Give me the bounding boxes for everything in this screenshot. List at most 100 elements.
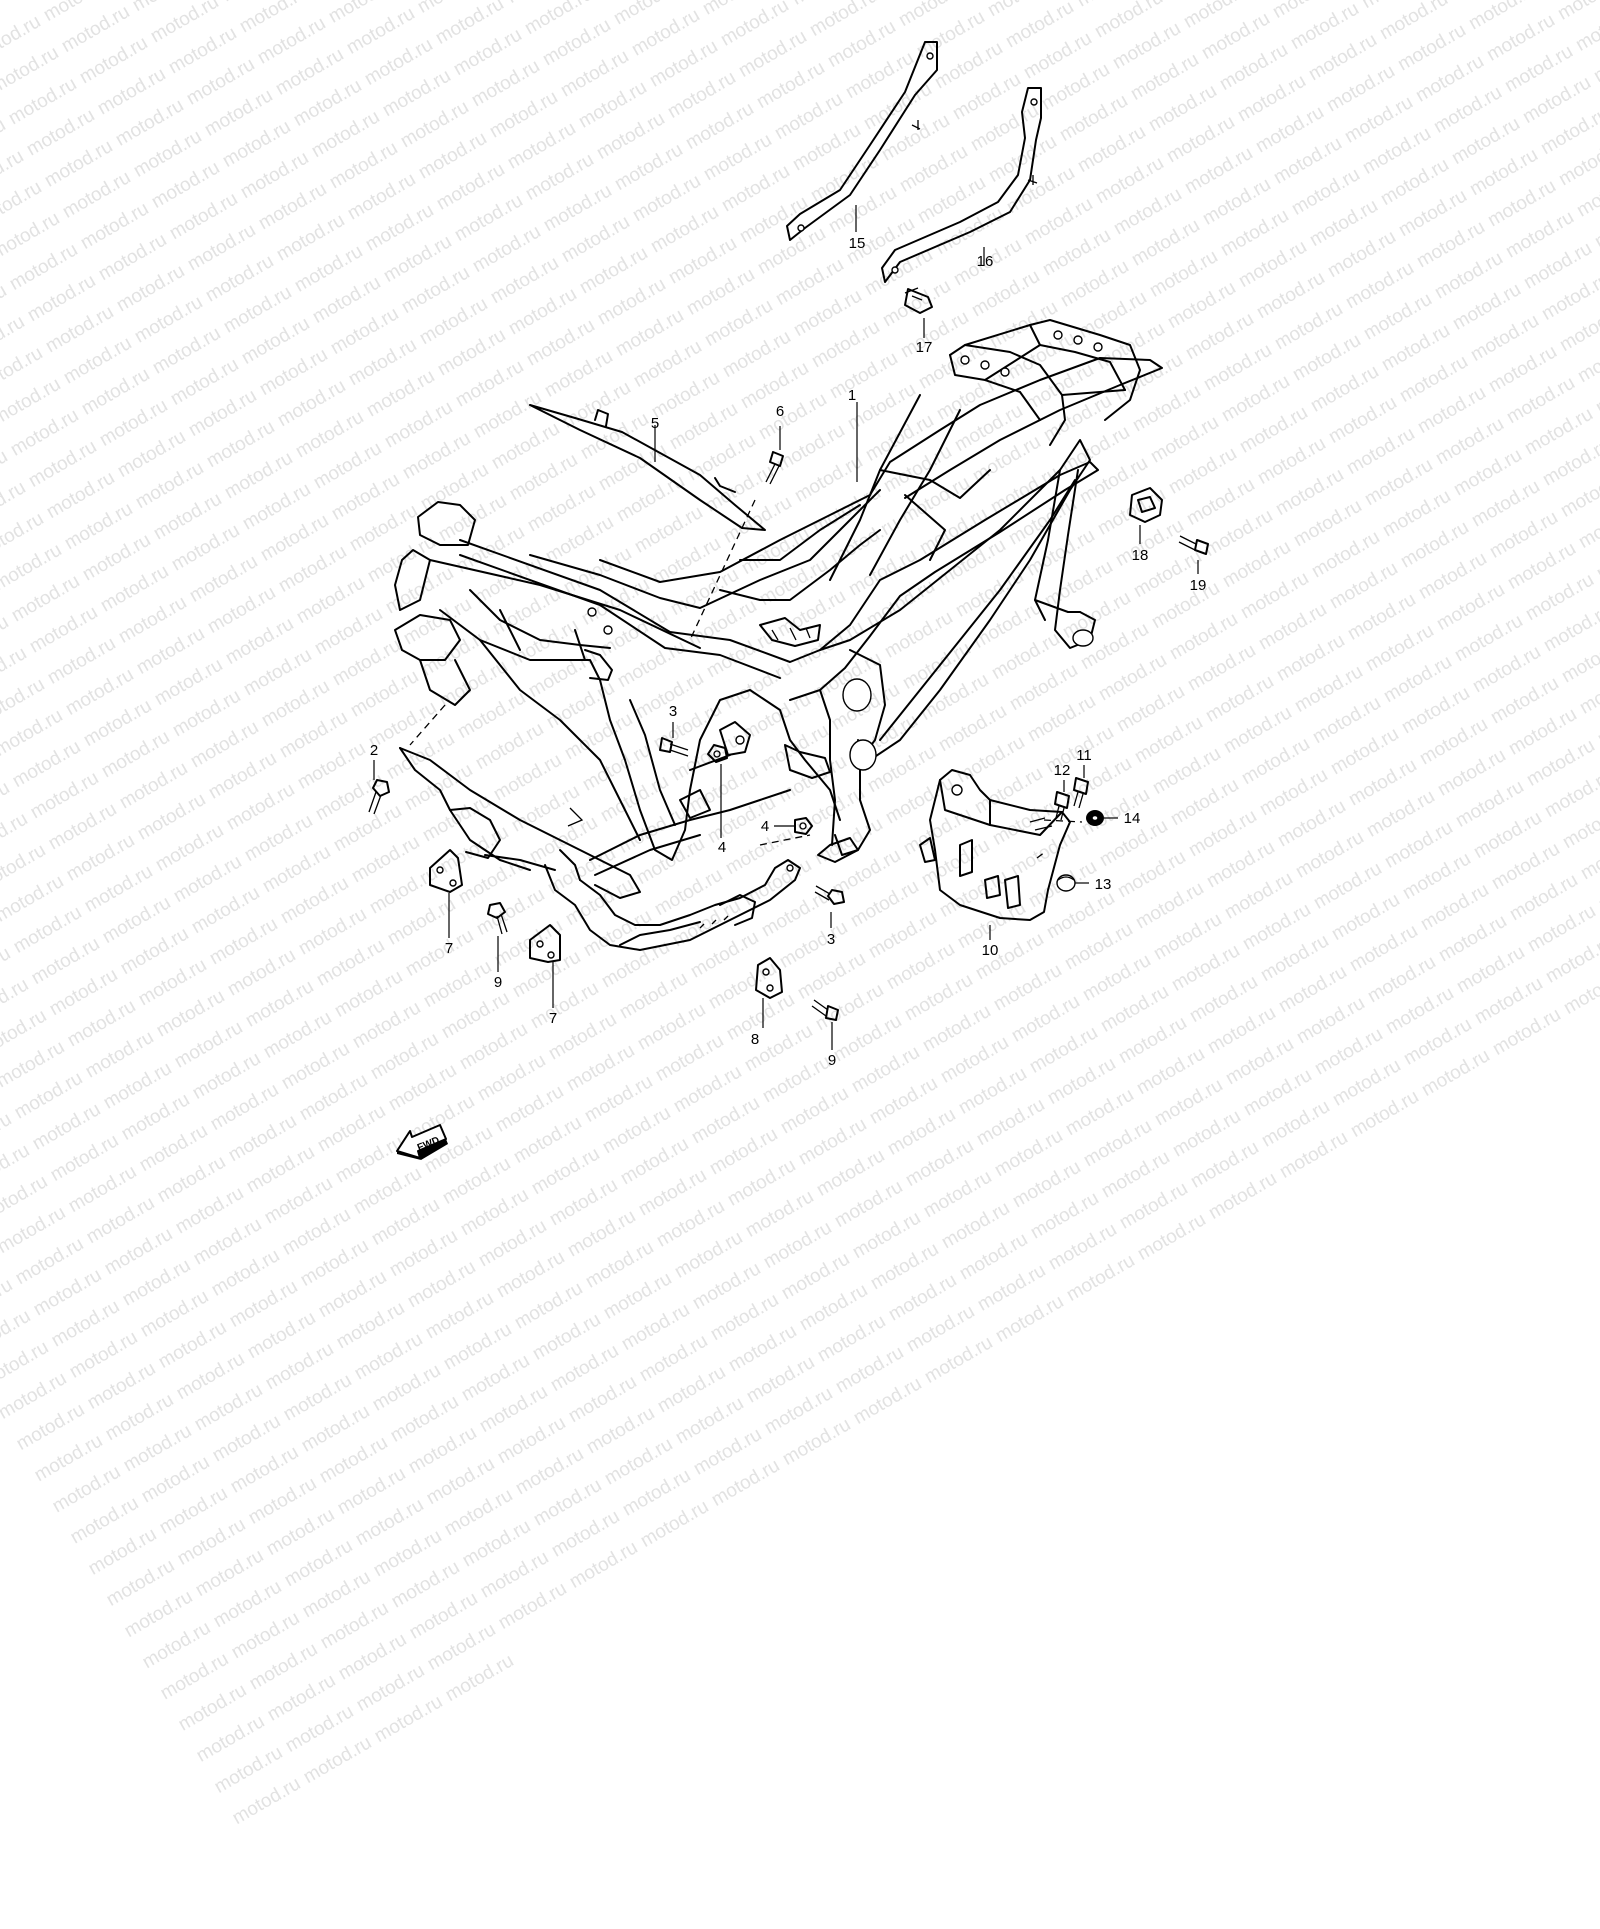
label-part-9-right: 9 [828, 1052, 836, 1069]
watermark-text: motod.ru [704, 1446, 793, 1518]
label-part-3-upper: 3 [669, 703, 677, 720]
label-part-19: 19 [1190, 577, 1207, 594]
label-part-10: 10 [982, 942, 999, 959]
watermark-text: motod.ru [115, 1245, 204, 1317]
part-3-lower-bolt [815, 886, 844, 904]
watermark-text: motod.ru [45, 1452, 134, 1524]
watermark-text: motod.ru [330, 1454, 419, 1526]
watermark-text: motod.ru [240, 1298, 329, 1370]
watermark-text: motod.ru [757, 1373, 846, 1445]
watermark-text: motod.ru [420, 1610, 509, 1682]
watermark-text: motod.ru [312, 1422, 401, 1494]
watermark-text: motod.ru [490, 1403, 579, 1475]
watermark-text: motod.ru [151, 1308, 240, 1380]
label-part-17: 17 [916, 339, 933, 356]
watermark-text: motod.ru [80, 1349, 169, 1421]
watermark-text: motod.ru [882, 1260, 971, 1332]
watermark-text: motod.ru [329, 1288, 418, 1360]
watermark-text: motod.ru [188, 1536, 277, 1608]
watermark-text: motod.ru [685, 1249, 774, 1321]
watermark-text: motod.ru [953, 1219, 1042, 1291]
watermark-text: motod.ru [296, 1723, 385, 1795]
part-10-battery-box [920, 770, 1070, 920]
watermark-text: motod.ru [508, 1434, 597, 1506]
watermark-text: motod.ru [971, 1250, 1060, 1322]
part-12-bolt [1055, 792, 1069, 820]
watermark-text: motod.ru [597, 1424, 686, 1496]
watermark-text: motod.ru [756, 1208, 845, 1280]
watermark-text: motod.ru [578, 1227, 667, 1299]
part-16-bracket [882, 88, 1041, 282]
watermark-text: motod.ru [438, 1641, 527, 1713]
label-part-5: 5 [651, 415, 659, 432]
watermark-text: motod.ru [134, 1442, 223, 1514]
watermark-text: motod.ru [133, 1276, 222, 1348]
watermark-text: motod.ru [489, 1237, 578, 1309]
watermark-text: motod.ru [186, 1204, 275, 1276]
watermark-text: motod.ru [918, 1323, 1007, 1395]
label-part-1: 1 [848, 387, 856, 404]
watermark-text: motod.ru [562, 1528, 651, 1600]
watermark-text: motod.ru [686, 1414, 775, 1486]
part-14-cap [1086, 810, 1104, 826]
watermark-text: motod.ru [0, 1327, 62, 1399]
watermark-text: motod.ru [864, 1229, 953, 1301]
watermark-text: motod.ru [224, 1598, 313, 1670]
watermark-text: motod.ru [169, 1339, 258, 1411]
part-8-plate [756, 958, 782, 998]
watermark-text: motod.ru [525, 1299, 614, 1371]
part-17-bolt [905, 288, 932, 313]
watermark-text: motod.ru [1042, 1209, 1131, 1281]
watermark-text: motod.ru [846, 1198, 935, 1270]
watermark-text: motod.ru [703, 1280, 792, 1352]
watermark-text: motod.ru [260, 1660, 349, 1732]
watermark-text: motod.ru [384, 1547, 473, 1619]
part-18-clamp [1130, 488, 1162, 522]
watermark-text: motod.ru [526, 1465, 615, 1537]
watermark-text: motod.ru [365, 1350, 454, 1422]
watermark-text: motod.ru [223, 1432, 312, 1504]
label-part-18: 18 [1132, 547, 1149, 564]
watermark-text: motod.ru [418, 1278, 507, 1350]
lower-cradle [400, 748, 800, 950]
watermark-text: motod.ru [295, 1557, 384, 1629]
watermark-text: motod.ru [276, 1360, 365, 1432]
label-part-9-left: 9 [494, 974, 502, 991]
watermark-text: motod.ru [117, 1577, 206, 1649]
watermark-text: motod.ru [207, 1733, 296, 1805]
watermark-text: motod.ru [561, 1362, 650, 1434]
label-part-13: 13 [1095, 876, 1112, 893]
watermark-text: motod.ru [989, 1282, 1078, 1354]
part-19-bolt [1179, 536, 1208, 554]
part-13-cushion [1057, 875, 1075, 891]
watermark-text: motod.ru [774, 1239, 863, 1311]
label-part-16: 16 [977, 253, 994, 270]
watermark-text: motod.ru [775, 1405, 864, 1477]
watermark-text: motod.ru [331, 1619, 420, 1691]
watermark-text: motod.ru [382, 1216, 471, 1288]
watermark-text: motod.ru [277, 1526, 366, 1598]
watermark-text: motod.ru [0, 1193, 79, 1265]
watermark-text: motod.ru [366, 1516, 455, 1588]
part-3-upper-bolt [660, 738, 688, 756]
part-5-brace [530, 405, 765, 530]
watermark-text: motod.ru [810, 1301, 899, 1373]
watermark-text: motod.ru [206, 1567, 295, 1639]
watermark-text: motod.ru [171, 1670, 260, 1742]
watermark-text: motod.ru [116, 1411, 205, 1483]
fwd-arrow-icon: FWD [397, 1125, 448, 1160]
label-part-3-lower: 3 [827, 931, 835, 948]
label-part-15: 15 [849, 235, 866, 252]
part-9-left-bolt [488, 903, 507, 934]
watermark-text: motod.ru [419, 1444, 508, 1516]
watermark-text: motod.ru [349, 1651, 438, 1723]
watermark-text: motod.ru [614, 1290, 703, 1362]
watermark-text: motod.ru [170, 1504, 259, 1576]
watermark-text: motod.ru [242, 1629, 331, 1701]
watermark-text: motod.ru [189, 1701, 278, 1773]
watermark-text: motod.ru [402, 1578, 491, 1650]
watermark-text: motod.ru [543, 1331, 632, 1403]
watermark-text: motod.ru [544, 1496, 633, 1568]
watermark-text: motod.ru [454, 1340, 543, 1412]
